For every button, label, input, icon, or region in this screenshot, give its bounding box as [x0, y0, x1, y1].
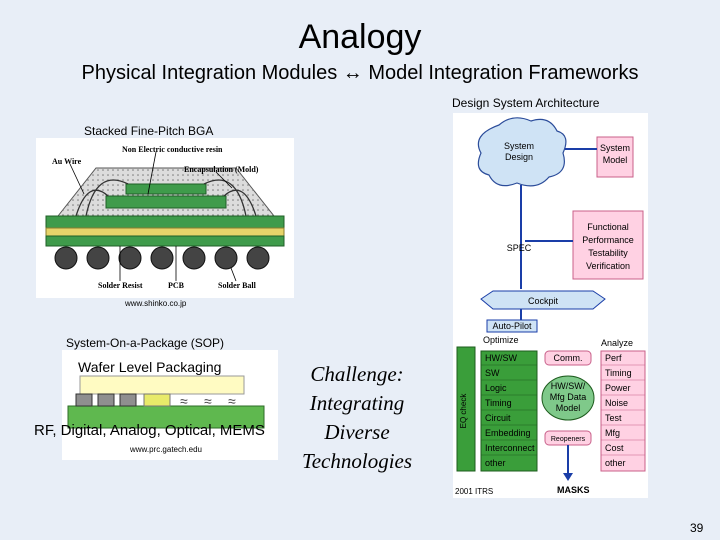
- arch-functional-line-2: Performance: [582, 235, 634, 245]
- arch-right-item-6: Cost: [605, 443, 624, 453]
- arch-reopeners-label: Reopeners: [551, 436, 586, 443]
- arch-functional-line-4: Verification: [586, 261, 630, 271]
- arch-left-item-4: Circuit: [485, 413, 511, 423]
- arch-right-item-2: Power: [605, 383, 631, 393]
- sop-source-url: www.prc.gatech.edu: [129, 445, 202, 454]
- challenge-line-4: Technologies: [301, 449, 413, 473]
- slide-subtitle: Physical Integration Modules ↔ Model Int…: [81, 62, 639, 84]
- arch-functional-line-3: Testability: [588, 248, 628, 258]
- bga-diagram: Non Electric conductive resin Au Wire En…: [36, 138, 294, 298]
- challenge-line-3: Diverse: [324, 420, 390, 444]
- arch-masks-label: MASKS: [557, 485, 590, 495]
- bga-source-url: www.shinko.co.jp: [125, 299, 187, 308]
- arch-right-item-4: Test: [605, 413, 622, 423]
- arch-left-item-1: SW: [485, 368, 500, 378]
- arch-model-line-3: Model: [556, 403, 581, 413]
- sop-wafer-label: Wafer Level Packaging: [78, 359, 221, 375]
- page-number: 39: [690, 521, 704, 535]
- bga-callout-encap: Encapsulation (Mold): [184, 165, 259, 174]
- arch-right-item-5: Mfg: [605, 428, 620, 438]
- bga-callout-resin: Non Electric conductive resin: [122, 145, 223, 154]
- challenge-line-1: Challenge:: [310, 362, 404, 386]
- arch-optimize-label: Optimize: [483, 335, 519, 345]
- architecture-label: Design System Architecture: [452, 96, 600, 110]
- sop-label: System-On-a-Package (SOP): [66, 336, 225, 350]
- arch-system-design-line-2: Design: [505, 152, 533, 162]
- arch-left-item-2: Logic: [485, 383, 507, 393]
- arch-functional-line-1: Functional: [587, 222, 629, 232]
- sop-technologies-label: RF, Digital, Analog, Optical, MEMS: [34, 422, 265, 439]
- arch-right-item-7: other: [605, 458, 626, 468]
- svg-text:≈: ≈: [180, 393, 188, 409]
- bga-label: Stacked Fine-Pitch BGA: [84, 124, 214, 138]
- arch-eq-check-label: EQ check: [459, 393, 468, 429]
- arch-left-item-6: Interconnect: [485, 443, 535, 453]
- sop-diagram: Wafer Level Packaging ≈ ≈ ≈ www.prc.gate…: [62, 350, 278, 460]
- arch-system-model-line-1: System: [600, 143, 630, 153]
- arch-system-model-line-2: Model: [603, 155, 628, 165]
- arch-model-line-2: Mfg Data: [550, 392, 587, 402]
- arch-left-item-5: Embedding: [485, 428, 531, 438]
- challenge-line-2: Integrating: [309, 391, 405, 415]
- arch-model-line-1: HW/SW/: [551, 381, 586, 391]
- arch-left-item-7: other: [485, 458, 506, 468]
- arch-analyze-label: Analyze: [601, 338, 633, 348]
- bga-callout-resist: Solder Resist: [98, 281, 143, 290]
- arch-right-item-3: Noise: [605, 398, 628, 408]
- arch-cockpit-label: Cockpit: [528, 296, 559, 306]
- svg-text:≈: ≈: [204, 393, 212, 409]
- arch-itrs-label: 2001 ITRS: [455, 487, 493, 496]
- arch-left-item-3: Timing: [485, 398, 512, 408]
- challenge-text: Challenge: Integrating Diverse Technolog…: [286, 360, 428, 476]
- arch-autopilot-label: Auto-Pilot: [492, 321, 532, 331]
- arch-spec-label: SPEC: [507, 243, 532, 253]
- bga-callout-ball: Solder Ball: [218, 281, 257, 290]
- bga-callout-pcb: PCB: [168, 281, 185, 290]
- architecture-diagram: System Design System Model SPEC Function…: [453, 113, 648, 498]
- svg-text:≈: ≈: [228, 393, 236, 409]
- bga-callout-wire: Au Wire: [52, 157, 82, 166]
- arch-left-item-0: HW/SW: [485, 353, 517, 363]
- slide-title: Analogy: [298, 18, 422, 56]
- arch-system-design-line-1: System: [504, 141, 534, 151]
- arch-right-item-1: Timing: [605, 368, 632, 378]
- arch-right-item-0: Perf: [605, 353, 622, 363]
- arch-comm-label: Comm.: [554, 353, 583, 363]
